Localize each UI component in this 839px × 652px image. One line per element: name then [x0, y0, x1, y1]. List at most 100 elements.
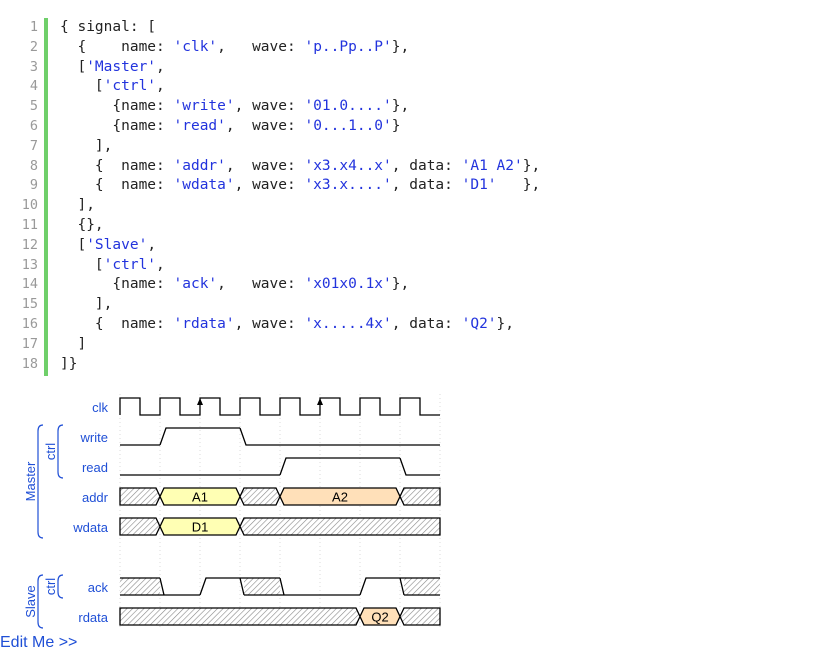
code-line: ]	[60, 335, 540, 355]
code-line: {name: 'read', wave: '0...1..0'}	[60, 117, 540, 137]
code-token: { name:	[60, 177, 174, 194]
undefined-region	[119, 517, 161, 536]
code-line: ],	[60, 196, 540, 216]
line-number: 18	[21, 355, 38, 372]
line-number: 10	[21, 197, 38, 214]
code-string: 'Master'	[86, 58, 157, 75]
level	[199, 577, 240, 596]
code-token: {name:	[60, 117, 174, 134]
line-number: 13	[21, 256, 38, 273]
line-number: 6	[29, 117, 38, 134]
code-string: 'Slave'	[86, 236, 148, 253]
line-number: 12	[21, 236, 38, 253]
code-token: , data:	[391, 315, 462, 332]
code-string: 'ack'	[173, 276, 218, 293]
undefined-region	[239, 487, 281, 506]
code-token: [	[60, 236, 87, 253]
code-token: , wave:	[234, 315, 305, 332]
code-token: , wave:	[234, 177, 305, 194]
code-token: ]	[60, 335, 87, 352]
code-string: 'A1 A2'	[461, 157, 523, 174]
code-line: { name: 'rdata', wave: 'x.....4x', data:…	[60, 315, 540, 335]
code-line: ['Slave',	[60, 236, 540, 256]
code-token: },	[391, 276, 410, 293]
edit-me-link[interactable]: Edit Me >>	[0, 634, 78, 651]
code-token: {name:	[60, 276, 174, 293]
code-line: { name: 'addr', wave: 'x3.x4..x', data: …	[60, 157, 540, 177]
editor-change-bar	[44, 18, 48, 376]
signal-label-clk: clk	[92, 400, 108, 415]
line-number: 15	[21, 296, 38, 313]
level	[159, 427, 200, 446]
code-string: 'clk'	[173, 38, 218, 55]
level	[239, 427, 280, 446]
code-string: 'ctrl'	[103, 256, 157, 273]
code-token: },	[522, 157, 541, 174]
undefined-region	[404, 578, 440, 595]
level	[359, 577, 400, 596]
code-line: ['Master',	[60, 58, 540, 78]
undefined-region	[399, 487, 441, 506]
line-number: 3	[29, 58, 38, 75]
line-number: 11	[21, 216, 38, 233]
code-token: },	[391, 38, 410, 55]
bus-value-label: A1	[192, 490, 208, 505]
code-token: { name:	[60, 315, 174, 332]
code-line: ['ctrl',	[60, 256, 540, 276]
group-bracket	[37, 574, 44, 629]
code-token: , wave:	[225, 117, 305, 134]
code-token: [	[60, 78, 104, 95]
code-string: 'read'	[173, 117, 226, 134]
code-token: [	[60, 256, 104, 273]
code-string: 'ctrl'	[103, 78, 157, 95]
line-number: 14	[21, 276, 38, 293]
code-line: { name: 'clk', wave: 'p..Pp..P'},	[60, 38, 540, 58]
cropped-line-fragment	[100, 0, 430, 2]
code-token: ,	[156, 256, 165, 273]
code-string: 'D1'	[461, 177, 497, 194]
code-line: { name: 'wdata', wave: 'x3.x....', data:…	[60, 176, 540, 196]
code-string: 'x01x0.1x'	[304, 276, 392, 293]
code-token: , wave:	[217, 38, 305, 55]
code-string: 'addr'	[173, 157, 226, 174]
code-line: {name: 'write', wave: '01.0....'},	[60, 97, 540, 117]
code-string: 'p..Pp..P'	[304, 38, 392, 55]
line-number: 9	[29, 177, 38, 194]
code-text[interactable]: { signal: [ { name: 'clk', wave: 'p..Pp.…	[60, 18, 540, 374]
line-number: 5	[29, 98, 38, 115]
code-token: [	[60, 58, 87, 75]
code-token: ,	[156, 78, 165, 95]
code-token: , wave:	[234, 98, 305, 115]
line-number: 7	[29, 137, 38, 154]
group-label-ctrl: ctrl	[43, 443, 58, 460]
code-line: ],	[60, 137, 540, 157]
undefined-region	[244, 578, 280, 595]
group-label-ctrl: ctrl	[43, 578, 58, 595]
code-token: },	[496, 315, 514, 332]
code-string: 'write'	[173, 98, 235, 115]
code-token: {name:	[60, 98, 174, 115]
code-token: { name:	[60, 157, 174, 174]
undefined-region	[399, 607, 441, 626]
line-number: 2	[29, 38, 38, 55]
code-string: '0...1..0'	[304, 117, 392, 134]
signal-label-write: write	[80, 430, 108, 445]
code-string: 'rdata'	[173, 315, 235, 332]
undefined-region	[119, 607, 361, 626]
undefined-region	[119, 487, 161, 506]
code-string: 'Q2'	[461, 315, 497, 332]
clk-wave	[119, 397, 440, 416]
code-string: '01.0....'	[304, 98, 392, 115]
transition	[399, 577, 405, 596]
code-string: 'wdata'	[173, 177, 235, 194]
group-label-slave: Slave	[23, 585, 38, 618]
code-line: {},	[60, 216, 540, 236]
group-label-master: Master	[23, 461, 38, 501]
code-line: ],	[60, 295, 540, 315]
signal-label-read: read	[82, 460, 108, 475]
group-bracket	[37, 424, 44, 539]
code-token: , wave:	[225, 157, 305, 174]
transition	[239, 577, 245, 596]
signal-label-ack: ack	[88, 580, 109, 595]
